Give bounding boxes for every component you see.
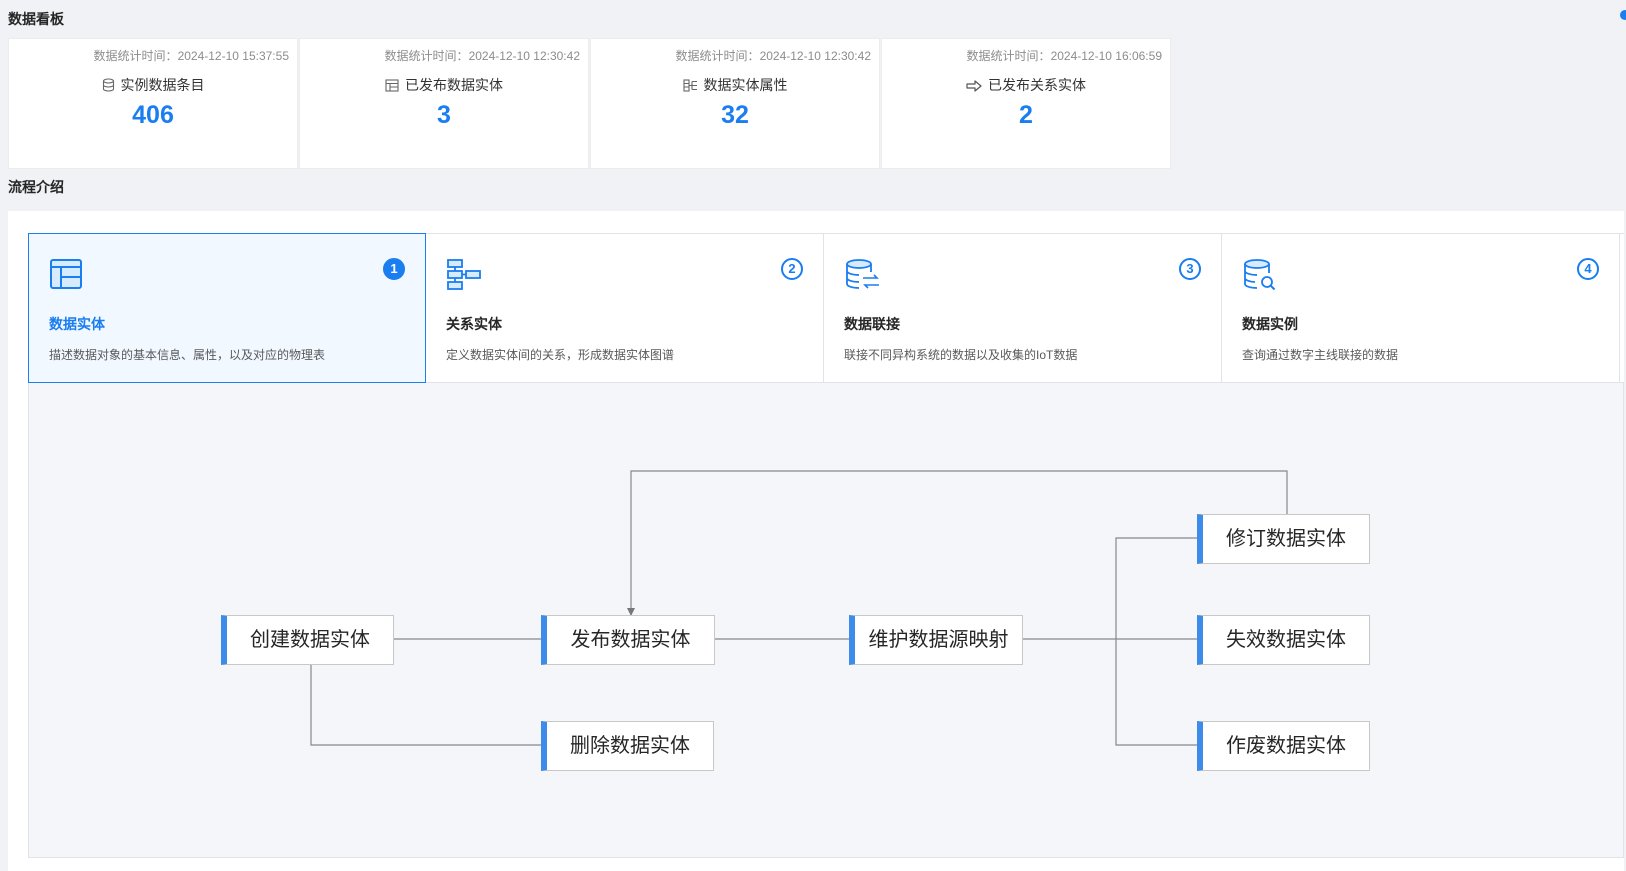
stat-card-published-relations: 数据统计时间：2024-12-10 16:06:59 已发布关系实体 2 (881, 38, 1171, 169)
database-search-icon (1244, 259, 1276, 291)
entity-table-icon (50, 259, 82, 289)
step-number: 1 (383, 258, 405, 280)
stat-card-entity-attributes: 数据统计时间：2024-12-10 12:30:42 数据实体属性 32 (590, 38, 880, 169)
step-number: 4 (1577, 258, 1599, 280)
step-data-entity[interactable]: 1 数据实体 描述数据对象的基本信息、属性，以及对应的物理表 (28, 233, 426, 383)
corner-indicator (1620, 10, 1626, 20)
stat-value: 406 (132, 101, 174, 129)
step-title: 关系实体 (446, 316, 502, 332)
stat-time: 数据统计时间：2024-12-10 15:37:55 (93, 49, 289, 63)
node-invalidate-entity[interactable]: 失效数据实体 (1197, 615, 1370, 665)
node-publish-entity[interactable]: 发布数据实体 (541, 615, 715, 665)
flow-diagram: 创建数据实体 发布数据实体 删除数据实体 维护数据源映射 修订数据实体 失效数据… (28, 383, 1624, 858)
database-link-icon (846, 259, 879, 289)
node-revise-entity[interactable]: 修订数据实体 (1197, 514, 1370, 564)
step-data-link[interactable]: 3 数据联接 联接不同异构系统的数据以及收集的IoT数据 (824, 234, 1222, 384)
arrow-right-icon (966, 80, 982, 92)
stat-value: 3 (437, 101, 451, 129)
database-icon (102, 78, 114, 92)
node-maintain-mapping[interactable]: 维护数据源映射 (849, 615, 1023, 665)
stat-time: 数据统计时间：2024-12-10 16:06:59 (966, 49, 1162, 63)
process-panel: 1 数据实体 描述数据对象的基本信息、属性，以及对应的物理表 2 关系实体 定义… (8, 211, 1624, 871)
stat-card-instance-entries: 数据统计时间：2024-12-10 15:37:55 实例数据条目 406 (8, 38, 298, 169)
stat-label: 已发布关系实体 (988, 77, 1086, 93)
stat-label: 数据实体属性 (703, 77, 788, 93)
stat-time: 数据统计时间：2024-12-10 12:30:42 (675, 49, 871, 63)
step-desc: 联接不同异构系统的数据以及收集的IoT数据 (844, 348, 1078, 362)
step-title: 数据联接 (844, 316, 900, 332)
stat-label: 已发布数据实体 (405, 77, 503, 93)
process-title: 流程介绍 (8, 179, 64, 195)
attribute-icon (682, 79, 697, 92)
stat-value: 32 (721, 101, 749, 129)
step-desc: 定义数据实体间的关系，形成数据实体图谱 (446, 348, 675, 362)
flow-connectors (310, 470, 1343, 749)
node-create-entity[interactable]: 创建数据实体 (221, 615, 394, 665)
step-title: 数据实体 (49, 316, 105, 332)
dashboard-title: 数据看板 (8, 11, 64, 27)
stat-label: 实例数据条目 (120, 77, 205, 93)
step-desc: 描述数据对象的基本信息、属性，以及对应的物理表 (49, 348, 326, 362)
step-title: 数据实例 (1242, 316, 1298, 332)
relation-tree-icon (447, 259, 481, 290)
stat-value: 2 (1019, 101, 1033, 129)
table-icon (385, 79, 399, 92)
step-relation-entity[interactable]: 2 关系实体 定义数据实体间的关系，形成数据实体图谱 (426, 234, 824, 384)
step-data-instance[interactable]: 4 数据实例 查询通过数字主线联接的数据 (1222, 234, 1620, 384)
step-number: 2 (781, 258, 803, 280)
node-void-entity[interactable]: 作废数据实体 (1197, 721, 1370, 771)
step-desc: 查询通过数字主线联接的数据 (1242, 348, 1399, 362)
step-number: 3 (1179, 258, 1201, 280)
process-steps: 1 数据实体 描述数据对象的基本信息、属性，以及对应的物理表 2 关系实体 定义… (28, 233, 1624, 384)
stat-time: 数据统计时间：2024-12-10 12:30:42 (384, 49, 580, 63)
node-delete-entity[interactable]: 删除数据实体 (541, 721, 714, 771)
stat-card-published-entities: 数据统计时间：2024-12-10 12:30:42 已发布数据实体 3 (299, 38, 589, 169)
